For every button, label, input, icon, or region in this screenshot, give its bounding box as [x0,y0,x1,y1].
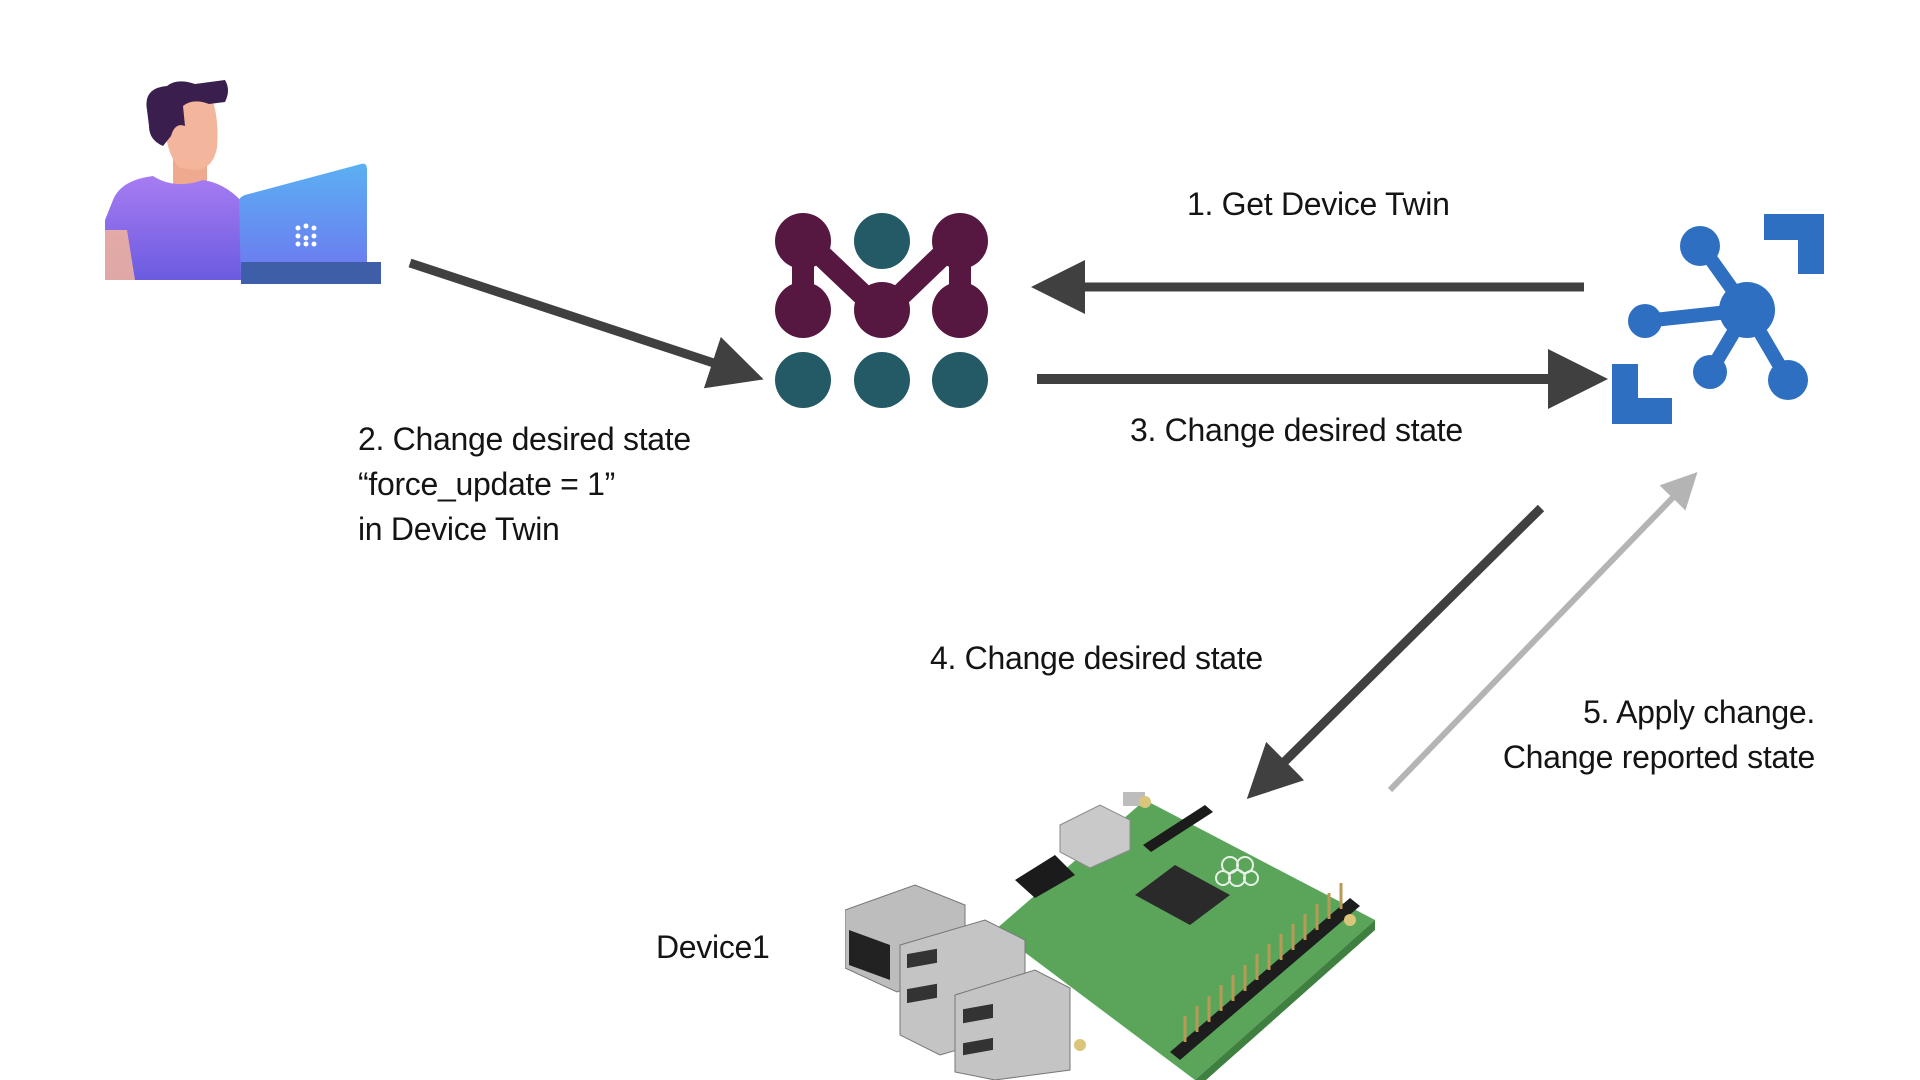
gpio-header [1170,883,1360,1060]
arm-shape [105,230,135,280]
developer-with-laptop-icon [105,80,381,284]
step-5-line-1: 5. Apply change. [1583,694,1815,730]
display-connector [1015,855,1075,898]
laptop-base-shape [241,262,381,284]
usb-ports [899,919,1071,1080]
raspberry-pi-board-icon [845,792,1375,1080]
device-label: Device1 [656,929,770,965]
pcb-board [995,800,1375,1080]
laptop-logo-icon [295,223,317,247]
soc-chip [1135,865,1230,925]
hub-nodes [1628,226,1808,400]
step-4-label: 4. Change desired state [930,640,1263,676]
raspberry-logo [1215,856,1259,887]
hair-shape [146,80,228,146]
corner-bracket-bottom-left [1612,364,1672,424]
step-2-line-1: 2. Change desired state [358,421,691,457]
hdmi-port [1059,804,1131,869]
step-1-label: 1. Get Device Twin [1187,186,1450,222]
step-2-label: 2. Change desired state “force_update = … [358,417,691,552]
laptop-screen-shape [239,163,367,284]
step-3-label: 3. Change desired state [1130,412,1463,448]
arrow-step-2 [408,258,764,389]
step-2-line-3: in Device Twin [358,511,560,547]
arrow-step-5 [1387,472,1698,793]
shirt-shape [105,176,255,280]
m-dots-logo-icon [775,213,988,408]
step-5-line-2: Change reported state [1502,739,1815,775]
step-5-label: 5. Apply change. Change reported state [1503,690,1815,780]
mounting-holes [1074,796,1356,1051]
logo-teal-dots [775,213,988,408]
logo-maroon-m [775,213,988,338]
step-2-line-2: “force_update = 1” [358,466,615,502]
iot-hub-icon [1612,214,1824,424]
arrow-step-4 [1246,504,1545,799]
corner-bracket-top-right [1764,214,1824,274]
